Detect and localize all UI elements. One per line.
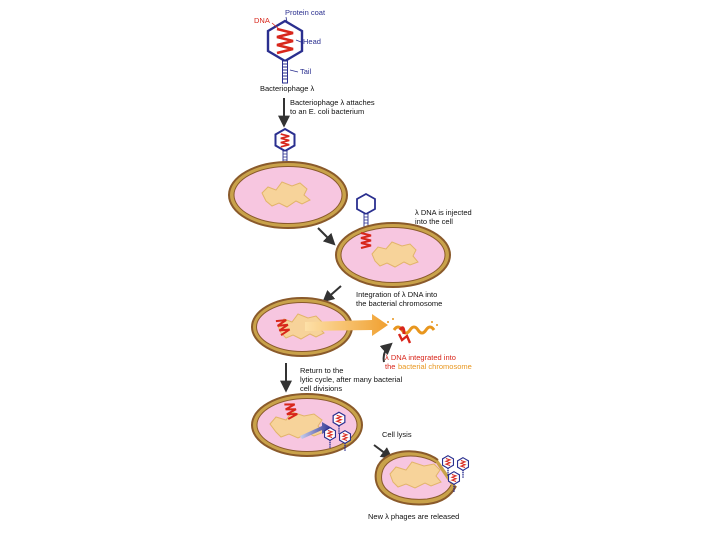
text-integrate-line1: Integration of λ DNA into — [356, 290, 437, 299]
zoom-arrow — [305, 314, 388, 336]
label-phage-name: Bacteriophage λ — [260, 84, 314, 93]
integrated-dna-zoom — [387, 318, 438, 344]
text-attach-line2: to an E. coli bacterium — [290, 107, 364, 116]
text-return-line3: cell divisions — [300, 384, 342, 393]
phage-injecting — [356, 192, 376, 229]
phage-head-hexagon — [266, 19, 304, 63]
text-return-line2: lytic cycle, after many bacterial — [300, 375, 402, 384]
arrow-integrate — [322, 285, 342, 303]
bacterium-cell-4 — [251, 393, 363, 457]
label-dna: DNA — [254, 16, 270, 25]
text-attach-line1: Bacteriophage λ attaches — [290, 98, 375, 107]
text-lysis: Cell lysis — [382, 430, 412, 439]
arrow-lysis — [373, 444, 393, 460]
arrow-to-integrated-label — [379, 342, 393, 363]
phage-tail — [282, 60, 288, 84]
phage-dna-coil — [276, 27, 294, 55]
label-protein-coat: Protein coat — [285, 8, 326, 17]
phage-attaching — [274, 127, 296, 166]
bacterium-cell-2 — [335, 222, 451, 288]
bacterial-chromosome-1 — [261, 181, 311, 208]
text-inject-line1: λ DNA is injected — [415, 208, 472, 217]
label-head: Head — [303, 37, 321, 46]
text-integrated-line2b: bacterial chromosome — [398, 362, 472, 371]
text-integrate-line2: the bacterial chromosome — [356, 299, 442, 308]
text-released: New λ phages are released — [368, 512, 459, 521]
text-integrated-line2a: the — [385, 362, 395, 371]
phage-structure: DNA Protein coat Head Tail Bacteriophage… — [254, 8, 326, 93]
bacterium-cell-3 — [251, 297, 353, 357]
assembly-arrow — [300, 422, 332, 439]
bacterium-cell-5-lysed — [374, 450, 470, 506]
text-return-line1: Return to the — [300, 366, 343, 375]
text-inject-line2: into the cell — [415, 217, 453, 226]
label-tail: Tail — [300, 67, 312, 76]
bacterial-chromosome-2 — [371, 241, 419, 268]
bacterium-cell-1 — [228, 161, 348, 229]
text-integrated-line1: λ DNA integrated into — [385, 353, 456, 362]
arrow-inject — [317, 227, 336, 246]
bacterial-chromosome-5 — [389, 461, 442, 489]
